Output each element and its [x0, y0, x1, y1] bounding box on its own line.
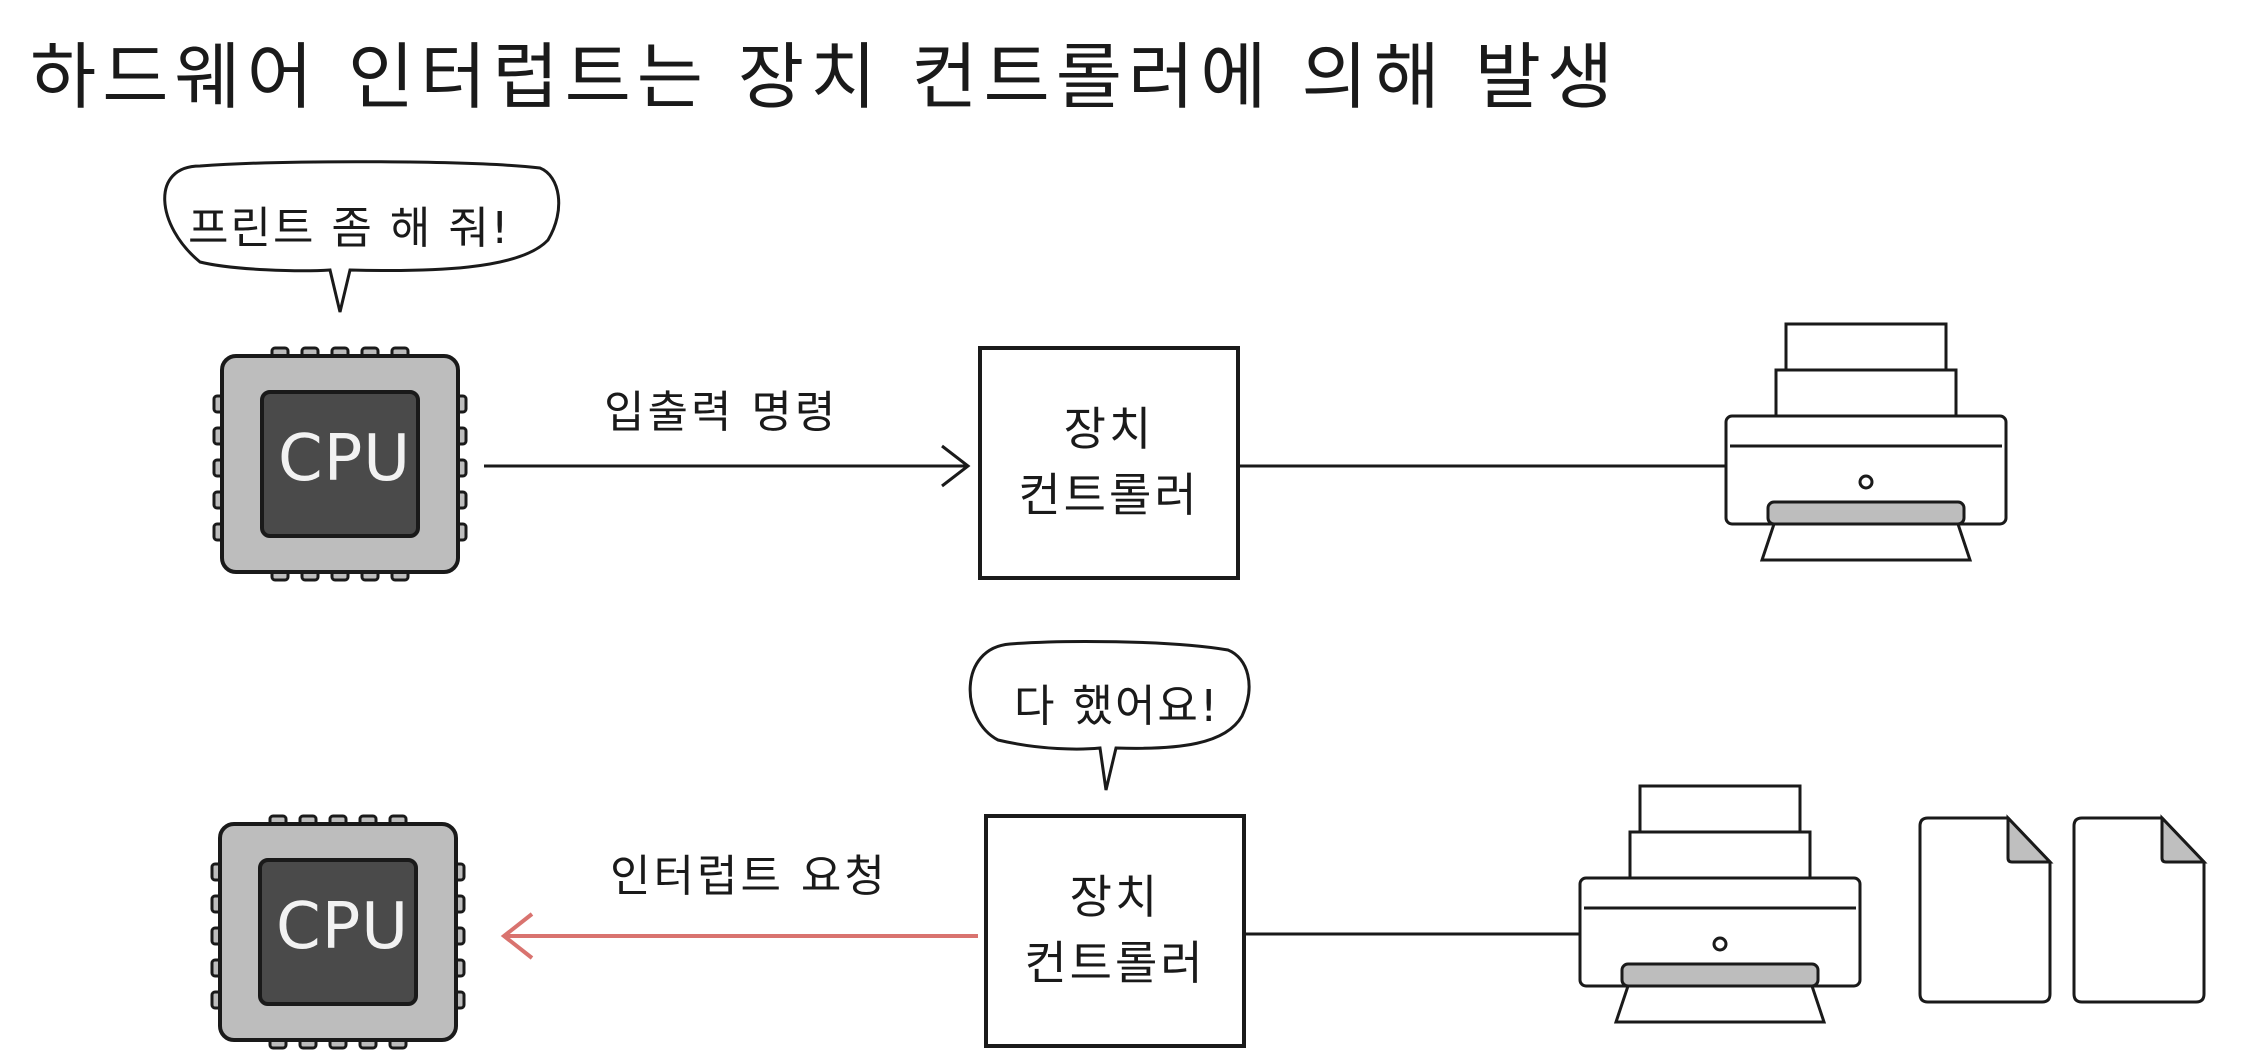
speech-bubble-bottom: [968, 640, 1251, 791]
printed-document-1: [1918, 816, 2052, 1004]
io-command-label: 입출력 명령: [604, 387, 839, 438]
interrupt-request-arrow: [500, 912, 978, 960]
printer-top: [1724, 322, 2008, 562]
controller-label-top-line1: 장치: [1063, 402, 1155, 456]
controller-label-top: 장치 컨트롤러: [980, 396, 1238, 528]
device-controller-box-top: [978, 346, 1240, 580]
cpu-label-top: CPU: [278, 422, 412, 496]
page-title: 하드웨어 인터럽트는 장치 컨트롤러에 의해 발생: [30, 35, 1620, 119]
printer-bottom: [1578, 784, 1862, 1024]
controller-label-top-line2: 컨트롤러: [1018, 468, 1200, 522]
cpu-label-bottom: CPU: [276, 890, 410, 964]
controller-label-bottom: 장치 컨트롤러: [986, 864, 1244, 996]
speech-text-top: 프린트 좀 해 줘!: [188, 203, 511, 254]
printed-document-2: [2072, 816, 2206, 1004]
speech-text-bottom: 다 했어요!: [1014, 681, 1220, 732]
device-controller-box-bottom: [984, 814, 1246, 1048]
speech-bubble-top: [163, 160, 561, 313]
interrupt-request-label: 인터럽트 요청: [610, 851, 888, 902]
io-command-arrow: [484, 444, 971, 488]
controller-label-bottom-line2: 컨트롤러: [1024, 936, 1206, 990]
controller-label-bottom-line1: 장치: [1069, 870, 1161, 924]
